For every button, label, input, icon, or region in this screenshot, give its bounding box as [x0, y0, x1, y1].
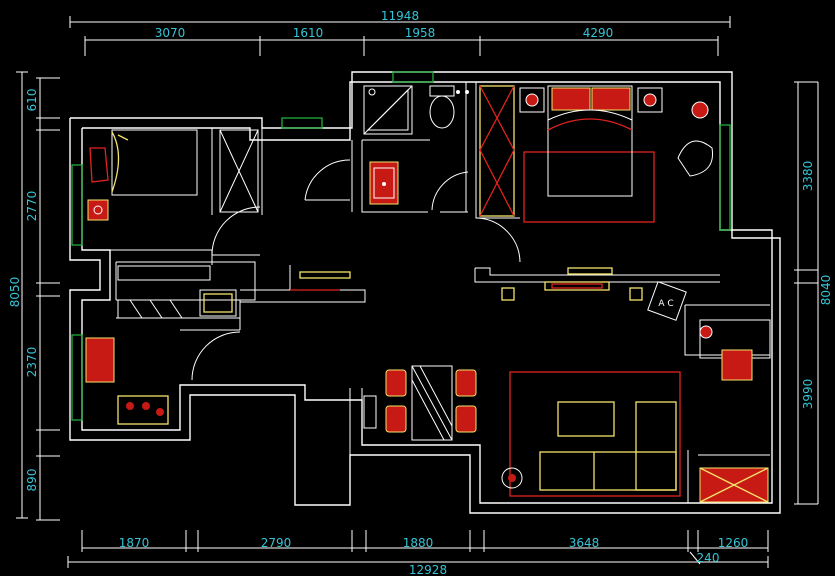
dining-chair-2	[385, 405, 407, 433]
bottom-dimension-5: 1260	[718, 536, 749, 550]
window-top-bedroom	[281, 117, 323, 129]
ac-unit-label: A C	[658, 299, 673, 309]
fridge	[85, 337, 115, 383]
living-rug	[509, 371, 681, 497]
window-left-room	[71, 164, 83, 246]
tv-stand	[567, 267, 613, 275]
window-right-bedroom	[719, 124, 731, 231]
bottom-extra-dimension: 240	[697, 551, 720, 565]
top-dimension-2: 1610	[293, 26, 324, 40]
wall-ornament-left	[501, 287, 515, 301]
bottom-dimension-2: 2790	[261, 536, 292, 550]
sofa-chaise	[635, 401, 677, 491]
dining-chair-3	[455, 369, 477, 397]
door-arc-utility	[191, 331, 241, 381]
door-arc-bath	[431, 171, 469, 211]
left-dimension-4: 890	[25, 469, 39, 492]
dining-chair-1	[385, 369, 407, 397]
wardrobe-master	[479, 85, 515, 217]
door-arcs	[191, 159, 521, 381]
corner-table	[721, 349, 753, 381]
ac-unit: A C	[647, 281, 687, 321]
dining-set	[363, 365, 477, 441]
top-dimension-lines	[69, 16, 731, 56]
double-bed	[547, 85, 633, 197]
small-bedroom-furniture	[87, 129, 259, 221]
left-dimension-1: 610	[25, 89, 39, 112]
bottom-total-dimension: 12928	[409, 563, 447, 576]
window-top-bath	[392, 71, 434, 83]
right-dimension-lines	[794, 81, 819, 505]
sofa-base	[539, 451, 677, 491]
bottom-dimension-lines	[67, 530, 769, 568]
nightstand-lamp-left	[87, 199, 109, 221]
single-bed	[111, 129, 198, 196]
left-dimension-2: 2770	[25, 191, 39, 222]
bottom-dimension-1: 1870	[119, 536, 150, 550]
kitchen-sink	[199, 289, 237, 317]
door-arc-kitchen	[211, 206, 261, 256]
bottom-dimension-4: 3648	[569, 536, 600, 550]
nightstand-master-left	[519, 87, 545, 113]
toilet	[429, 95, 455, 129]
tv-cabinet	[544, 281, 610, 291]
windows	[71, 71, 731, 421]
hall-console	[299, 271, 351, 279]
hallway-elements	[290, 267, 643, 301]
bathroom-fixtures	[363, 85, 469, 205]
kitchen-cabinets	[117, 299, 241, 319]
armchair	[677, 140, 714, 177]
right-total-dimension: 8040	[819, 275, 833, 306]
wall-ornament-right	[629, 287, 643, 301]
dining-table	[411, 365, 453, 441]
top-dimension-1: 3070	[155, 26, 186, 40]
bedroom-rug	[523, 151, 655, 223]
door-arc-hall	[304, 159, 351, 201]
right-dimension-1: 3380	[801, 161, 815, 192]
wardrobe-left	[219, 129, 259, 213]
top-total-dimension: 11948	[381, 9, 419, 23]
left-total-dimension: 8050	[8, 277, 22, 308]
window-left-kitchen	[71, 334, 83, 421]
master-bedroom-furniture	[479, 85, 714, 223]
kitchen-fixtures	[85, 265, 241, 425]
top-dimension-4: 4290	[583, 26, 614, 40]
left-dimension-lines	[16, 71, 60, 521]
dining-chair-4	[455, 405, 477, 433]
living-room-furniture	[501, 319, 771, 503]
left-dimension-3: 2370	[25, 347, 39, 378]
kitchen-counter-top	[117, 265, 211, 281]
door-arc-bedroom	[477, 217, 521, 263]
outer-walls	[69, 71, 781, 514]
stove	[117, 395, 169, 425]
bottom-dimension-3: 1880	[403, 536, 434, 550]
coffee-table	[557, 401, 615, 437]
top-dimension-3: 1958	[405, 26, 436, 40]
nightstand-master-right	[637, 87, 663, 113]
right-dimension-2: 3990	[801, 379, 815, 410]
shower	[363, 85, 413, 135]
